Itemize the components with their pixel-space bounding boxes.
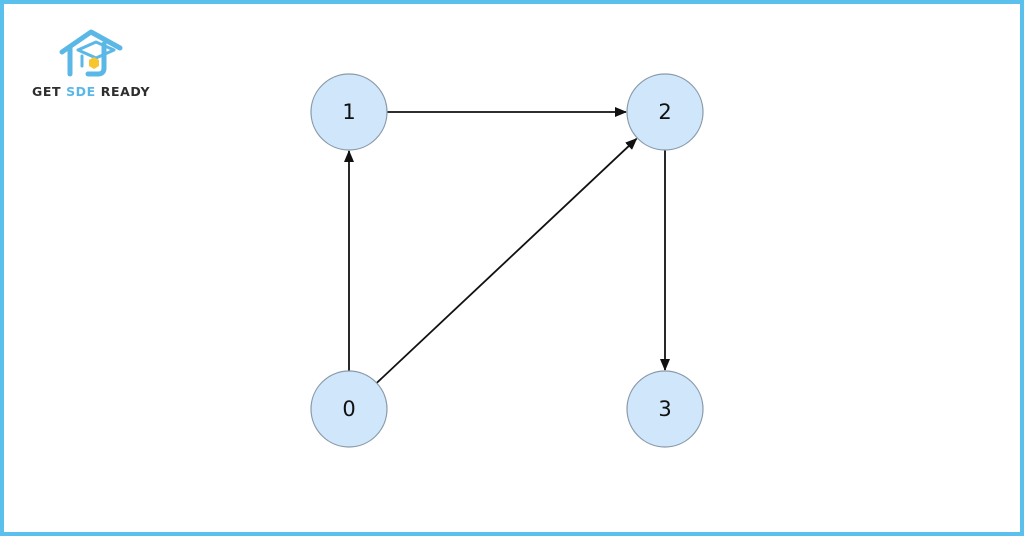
- node-0-circle: [310, 370, 388, 448]
- node-1: 1: [310, 73, 388, 151]
- node-0: 0: [310, 370, 388, 448]
- directed-graph: 0 1 2 3: [310, 73, 704, 448]
- brand-logo: GET SDE READY: [32, 26, 162, 106]
- node-3: 3: [626, 370, 704, 448]
- node-1-label: 1: [342, 100, 355, 124]
- node-2-label: 2: [658, 100, 671, 124]
- node-3-circle: [626, 370, 704, 448]
- brand-text-ready: READY: [95, 84, 151, 99]
- brand-text-get: GET: [32, 84, 67, 99]
- nodes-layer: 0 1 2 3: [310, 73, 704, 448]
- node-2: 2: [626, 73, 704, 151]
- brand-text-sde: SDE: [66, 84, 96, 99]
- edges-layer: [344, 107, 670, 384]
- node-2-circle: [626, 73, 704, 151]
- edge-0-to-2: [376, 138, 638, 384]
- node-3-label: 3: [658, 397, 671, 421]
- graduation-cap-house-icon: [59, 29, 123, 77]
- node-0-label: 0: [342, 397, 355, 421]
- brand-wordmark: GET SDE READY: [32, 84, 150, 99]
- node-1-circle: [310, 73, 388, 151]
